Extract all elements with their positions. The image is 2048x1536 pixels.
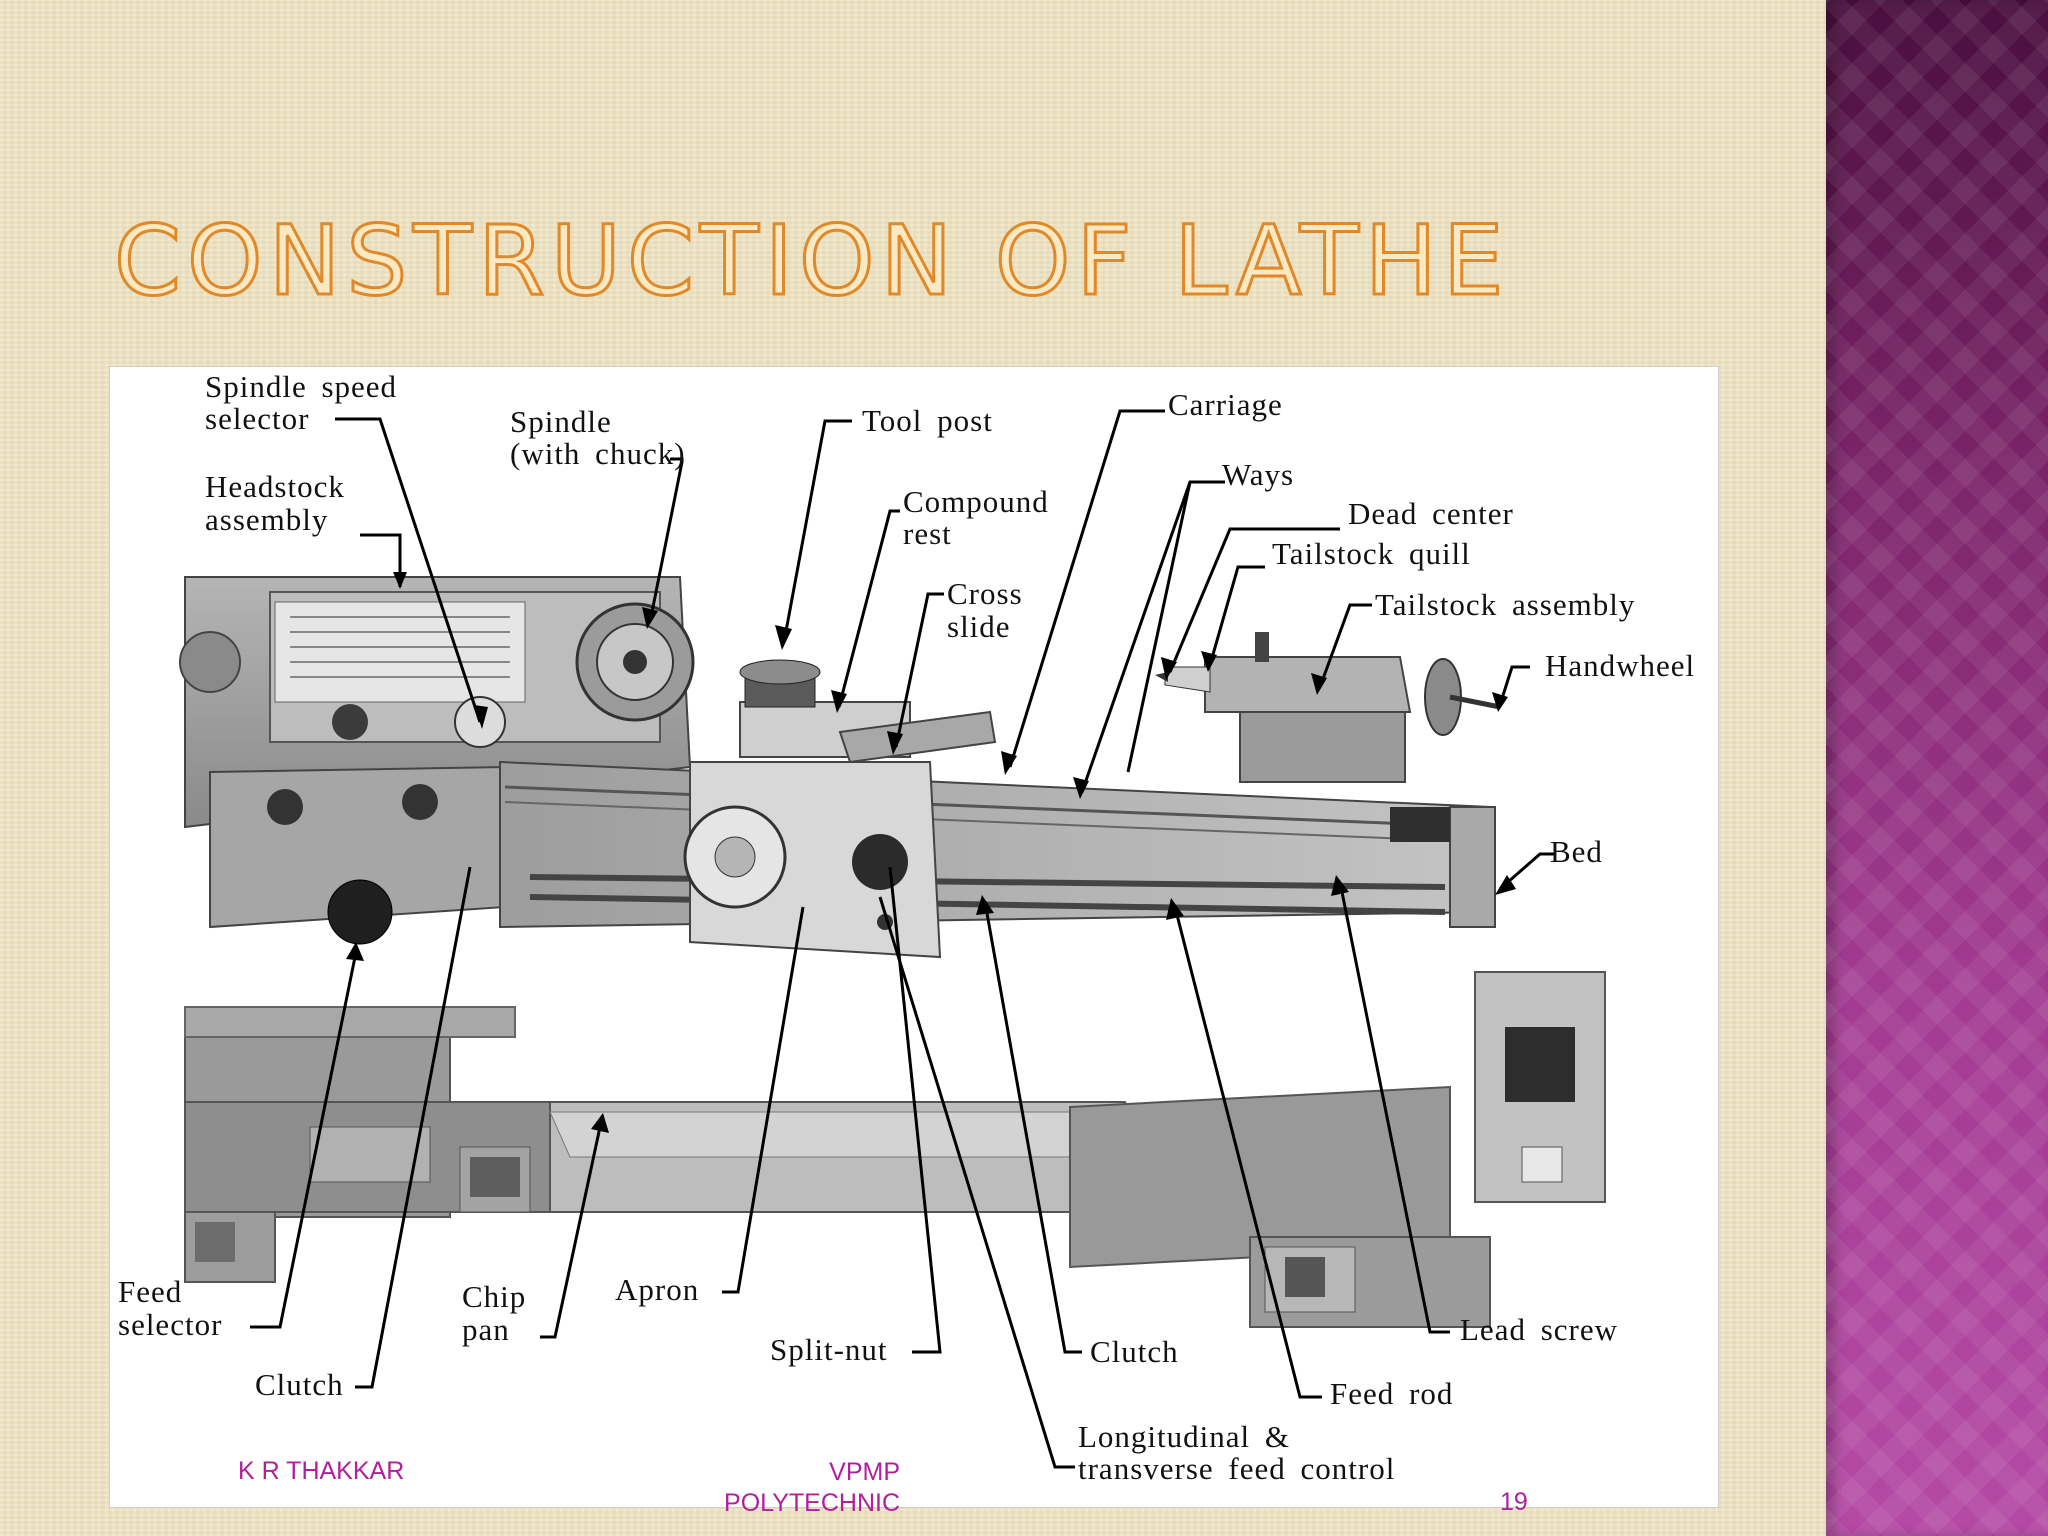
footer-school: VPMP POLYTECHNIC	[700, 1457, 900, 1519]
label-tailstock-quill: Tailstock quill	[1272, 536, 1471, 571]
label-spindle-speed-selector-2: selector	[205, 401, 309, 436]
label-feed-control: transverse feed control	[1078, 1451, 1395, 1486]
label-spindle: Spindle	[510, 404, 612, 439]
label-carriage: Carriage	[1168, 387, 1283, 422]
decorative-side-panel	[1826, 0, 2048, 1536]
label-chip-pan: Chip	[462, 1279, 526, 1314]
label-ways: Ways	[1222, 457, 1294, 492]
lathe-machine-illustration	[179, 576, 1606, 1328]
label-headstock: Headstock	[205, 469, 345, 504]
side-panel-pattern	[1826, 0, 2048, 1536]
label-tailstock-assembly: Tailstock assembly	[1375, 587, 1635, 622]
label-spindle-speed-selector: Spindle speed	[205, 369, 397, 404]
label-clutch-left: Clutch	[255, 1367, 344, 1402]
label-apron: Apron	[615, 1272, 699, 1307]
label-chip-pan-2: pan	[462, 1312, 510, 1347]
label-compound-rest-2: rest	[903, 516, 952, 551]
footer-author: K R THAKKAR	[238, 1457, 405, 1485]
lathe-diagram: Spindle speed selector Spindle (with chu…	[118, 369, 1695, 1486]
lathe-diagram-frame: Spindle speed selector Spindle (with chu…	[109, 366, 1719, 1508]
label-spindle-with-chuck: (with chuck)	[510, 436, 686, 471]
leader-lines	[250, 409, 1555, 1469]
slide-title: CONSTRUCTION OF LATHE	[113, 204, 1510, 319]
label-longitudinal-transverse: Longitudinal &	[1078, 1419, 1290, 1454]
label-split-nut: Split-nut	[770, 1332, 888, 1367]
label-cross-slide-2: slide	[947, 609, 1011, 644]
label-tool-post: Tool post	[862, 403, 993, 438]
label-cross-slide: Cross	[947, 576, 1023, 611]
footer-school-line2: POLYTECHNIC	[724, 1489, 900, 1517]
label-feed-selector-2: selector	[118, 1307, 222, 1342]
label-handwheel: Handwheel	[1545, 648, 1695, 683]
label-feed-rod: Feed rod	[1330, 1376, 1453, 1411]
diagram-labels: Spindle speed selector Spindle (with chu…	[118, 369, 1695, 1486]
label-feed-selector: Feed	[118, 1274, 182, 1309]
label-compound-rest: Compound	[903, 484, 1049, 519]
label-bed: Bed	[1550, 834, 1603, 869]
footer-school-line1: VPMP	[829, 1458, 900, 1486]
label-lead-screw: Lead screw	[1460, 1312, 1618, 1347]
slide-number: 19	[1500, 1488, 1528, 1516]
label-clutch-right: Clutch	[1090, 1334, 1179, 1369]
label-dead-center: Dead center	[1348, 496, 1514, 531]
label-headstock-assembly: assembly	[205, 502, 328, 537]
